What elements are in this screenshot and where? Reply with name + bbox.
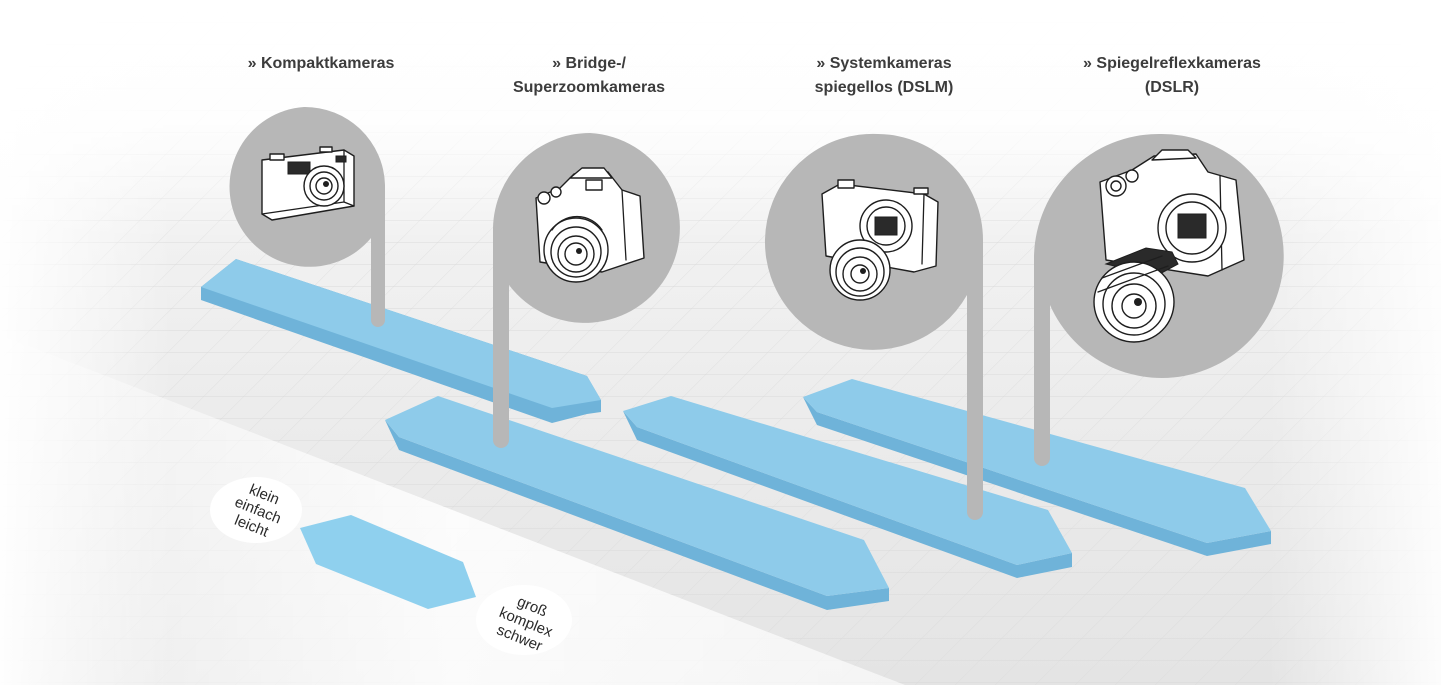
- category-label-dslm: » Systemkameras spiegellos (DSLM): [815, 55, 954, 96]
- category-label-line: » Spiegelreflexkameras: [1083, 55, 1261, 72]
- bridge-camera-icon: [535, 167, 645, 283]
- category-label-line: spiegellos (DSLM): [815, 79, 954, 96]
- category-label-line: Superzoomkameras: [513, 79, 665, 96]
- legend-start: kleineinfachleicht: [210, 477, 302, 543]
- bar-bridge: [385, 396, 889, 610]
- legend-end: großkomplexschwer: [476, 585, 572, 655]
- bar-dslm: [623, 396, 1072, 578]
- category-label-line: » Kompaktkameras: [248, 55, 395, 72]
- dslr-camera-icon: [1093, 149, 1245, 343]
- category-label-line: » Systemkameras: [816, 55, 951, 72]
- category-label-bridge: » Bridge-/ Superzoomkameras: [513, 55, 665, 96]
- category-label-line: (DSLR): [1145, 79, 1199, 96]
- mirrorless-camera-icon: [821, 179, 939, 301]
- category-label-compact: » Kompaktkameras: [248, 55, 395, 72]
- compact-camera-icon: [261, 146, 355, 221]
- category-labels: » Kompaktkameras » Bridge-/ Superzoomkamer…: [248, 55, 1261, 96]
- category-label-line: » Bridge-/: [552, 55, 626, 72]
- category-label-dslr: » Spiegelreflexkameras (DSLR): [1083, 55, 1261, 96]
- legend-shape: [300, 515, 476, 609]
